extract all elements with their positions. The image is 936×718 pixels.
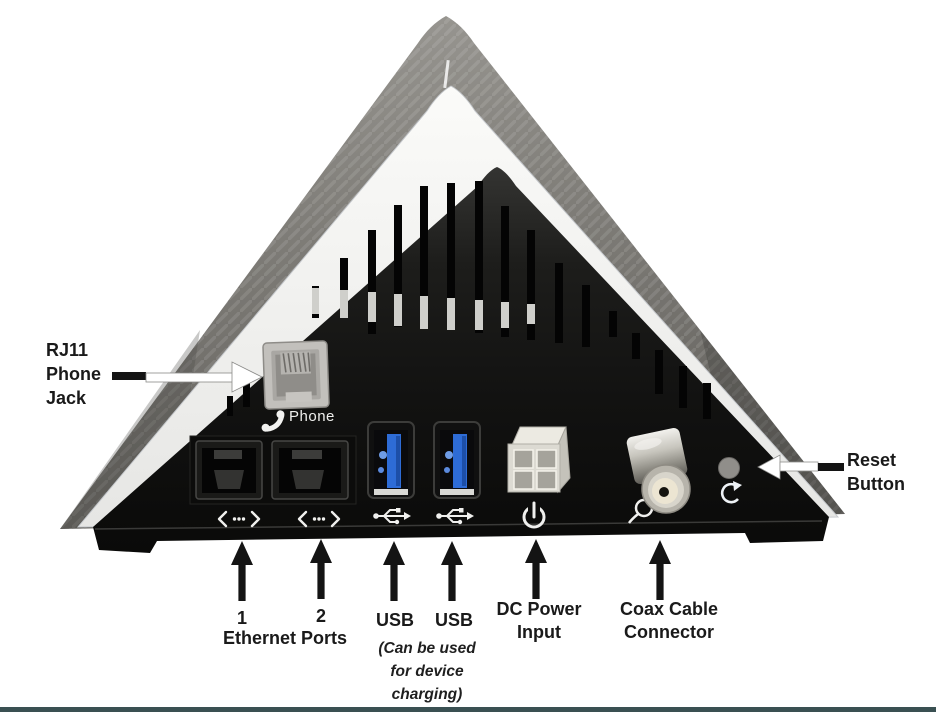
label-line: Phone [46,364,102,384]
footer-divider-bar [0,707,936,712]
label-line: charging) [391,686,463,703]
reset-icon [720,481,742,504]
label-ethernet-1: 1 [236,608,248,628]
label-line: (Can be used [378,640,476,657]
phone-port-label: Phone [289,408,335,425]
rj11-callout-arrow [112,361,263,393]
rj11-phone-jack-port [262,340,330,410]
usb-port-1 [367,421,415,499]
label-line: DC Power [496,599,582,619]
label-usb-1: USB [375,610,415,630]
label-line: for device [390,663,464,680]
ethernet-icon-1 [217,510,261,528]
ethernet-ports [189,435,357,505]
label-coax-cable-connector: Coax Cable Connector [620,598,718,644]
dc-power-connector [507,426,571,494]
label-line: RJ11 [46,340,89,360]
usb-port1-arrow [383,541,405,601]
label-line: Connector [623,622,714,642]
label-line: Button [847,474,905,494]
coax-cable-connector [626,428,691,514]
label-dc-power-input: DC Power Input [496,598,581,644]
usb-icon-1 [373,508,411,525]
label-line: Reset [847,450,897,470]
ethernet-port1-arrow [231,541,253,601]
label-ethernet-2: 2 [315,606,327,626]
reset-callout-arrow [757,454,844,480]
reset-button [718,457,740,479]
power-icon [522,501,546,529]
usb-icon-2 [436,508,474,525]
ethernet-port-1 [195,440,263,500]
label-rj11-phone-jack: RJ11 Phone Jack [46,338,101,410]
ethernet-port-2 [271,440,349,500]
label-usb-2: USB [434,610,474,630]
phone-handset-icon [261,410,285,432]
panel-bottom-seam [94,520,823,530]
coax-arrow [649,540,671,600]
apex-highlight [443,59,450,89]
label-ethernet-ports: Ethernet Ports [222,628,348,648]
vent-slots [227,181,711,419]
label-usb-note: (Can be used for device charging) [378,637,475,706]
ethernet-icon-2 [297,510,341,528]
dc-power-arrow [525,539,547,599]
usb-port-2 [433,421,481,499]
ethernet-port2-arrow [310,539,332,599]
label-line: Coax Cable [619,599,719,619]
label-line: Input [517,622,561,642]
label-reset-button: Reset Button [847,448,905,496]
label-line: Jack [46,388,87,408]
usb-port2-arrow [441,541,463,601]
